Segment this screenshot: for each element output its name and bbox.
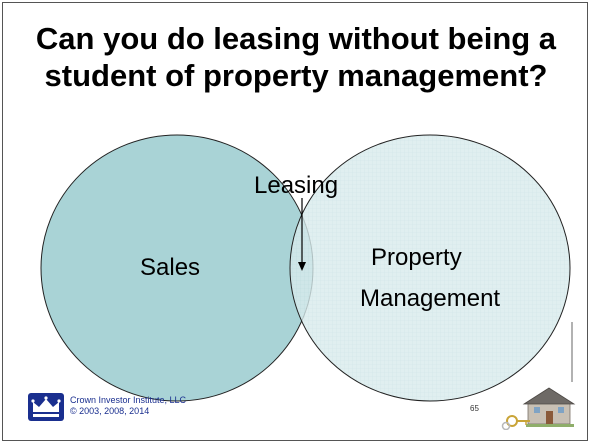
slide-title: Can you do leasing without being a stude…: [35, 21, 557, 93]
leasing-arrowhead: [298, 262, 306, 271]
footer-company: Crown Investor Institute, LLC: [70, 395, 187, 405]
crown-logo-icon: [28, 393, 64, 421]
venn-circle-property-management: [289, 134, 571, 402]
right-label-line2: Management: [360, 285, 501, 312]
overlap-label-leasing: Leasing: [254, 172, 339, 199]
right-label-line1: Property: [371, 244, 462, 271]
left-label-sales: Sales: [140, 254, 201, 281]
footer-text: Crown Investor Institute, LLC © 2003, 20…: [70, 395, 186, 417]
page-number: 65: [470, 404, 479, 413]
house-keys-icon: [501, 387, 576, 430]
footer-copyright: © 2003, 2008, 2014: [70, 406, 150, 416]
